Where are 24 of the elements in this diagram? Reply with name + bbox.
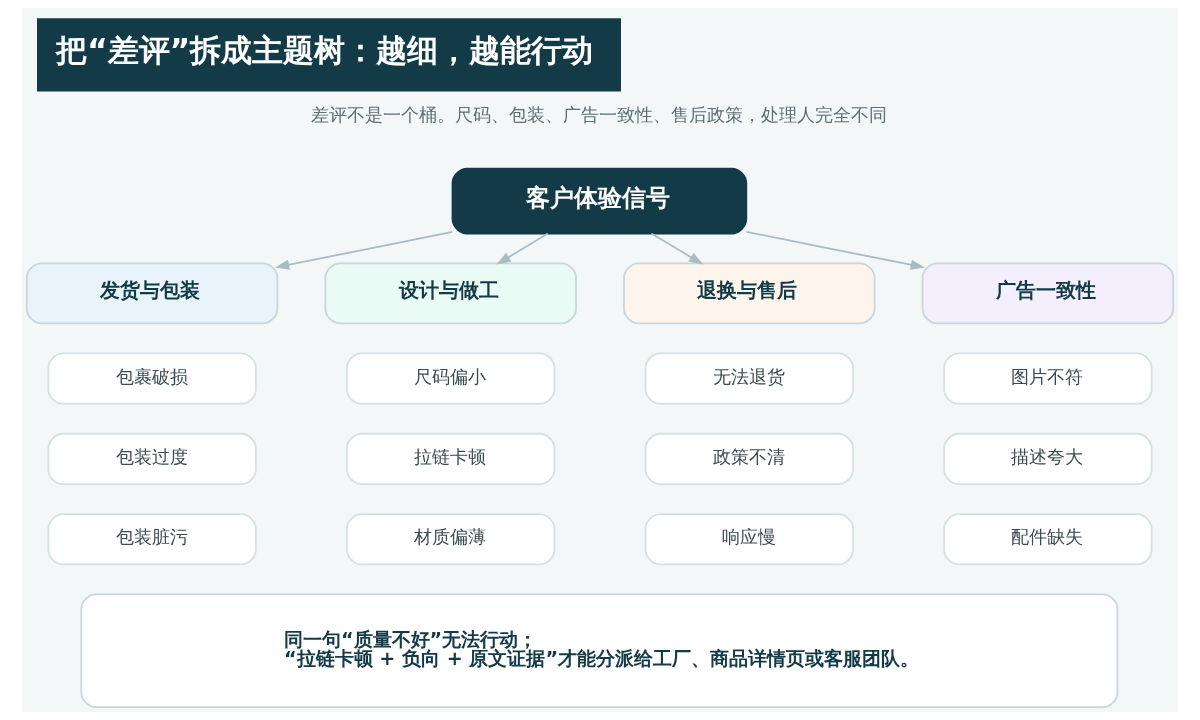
node-box: 政策不清 <box>644 432 854 485</box>
node-box: 客户体验信号 <box>451 167 748 235</box>
node-box: 设计与做工 <box>324 262 577 325</box>
node-box: 描述夸大 <box>943 432 1153 485</box>
node-box: 同一句“质量不好”无法行动； “拉链卡顿 + 负向 + 原文证据”才能分派给工厂、商品详情页或客服团队。 <box>80 593 1119 709</box>
node-box: 配件缺失 <box>943 513 1153 566</box>
label: 差评不是一个桶。尺码、包装、广告一致性、售后政策，处理人完全不同 <box>311 104 887 126</box>
node-box: 图片不符 <box>943 352 1153 405</box>
diagram-title: 把“差评”拆成主题树：越细，越能行动 <box>56 32 594 69</box>
node-box: 发货与包装 <box>25 262 279 325</box>
node-box: 广告一致性 <box>921 262 1175 325</box>
arrow <box>274 231 454 270</box>
node-box: 尺码偏小 <box>346 352 556 405</box>
node-box: 响应慢 <box>644 513 854 566</box>
arrow <box>650 232 704 265</box>
arrow <box>745 230 925 270</box>
node-box: 包裹破损 <box>47 352 257 405</box>
arrow <box>496 232 549 265</box>
node-box: 退换与售后 <box>623 262 876 325</box>
node-box: 材质偏薄 <box>346 513 556 566</box>
node-box: 无法退货 <box>644 352 854 405</box>
node-box: 包装过度 <box>47 432 257 485</box>
node-box: 拉链卡顿 <box>346 432 556 485</box>
node-box: 包装脏污 <box>47 513 257 566</box>
